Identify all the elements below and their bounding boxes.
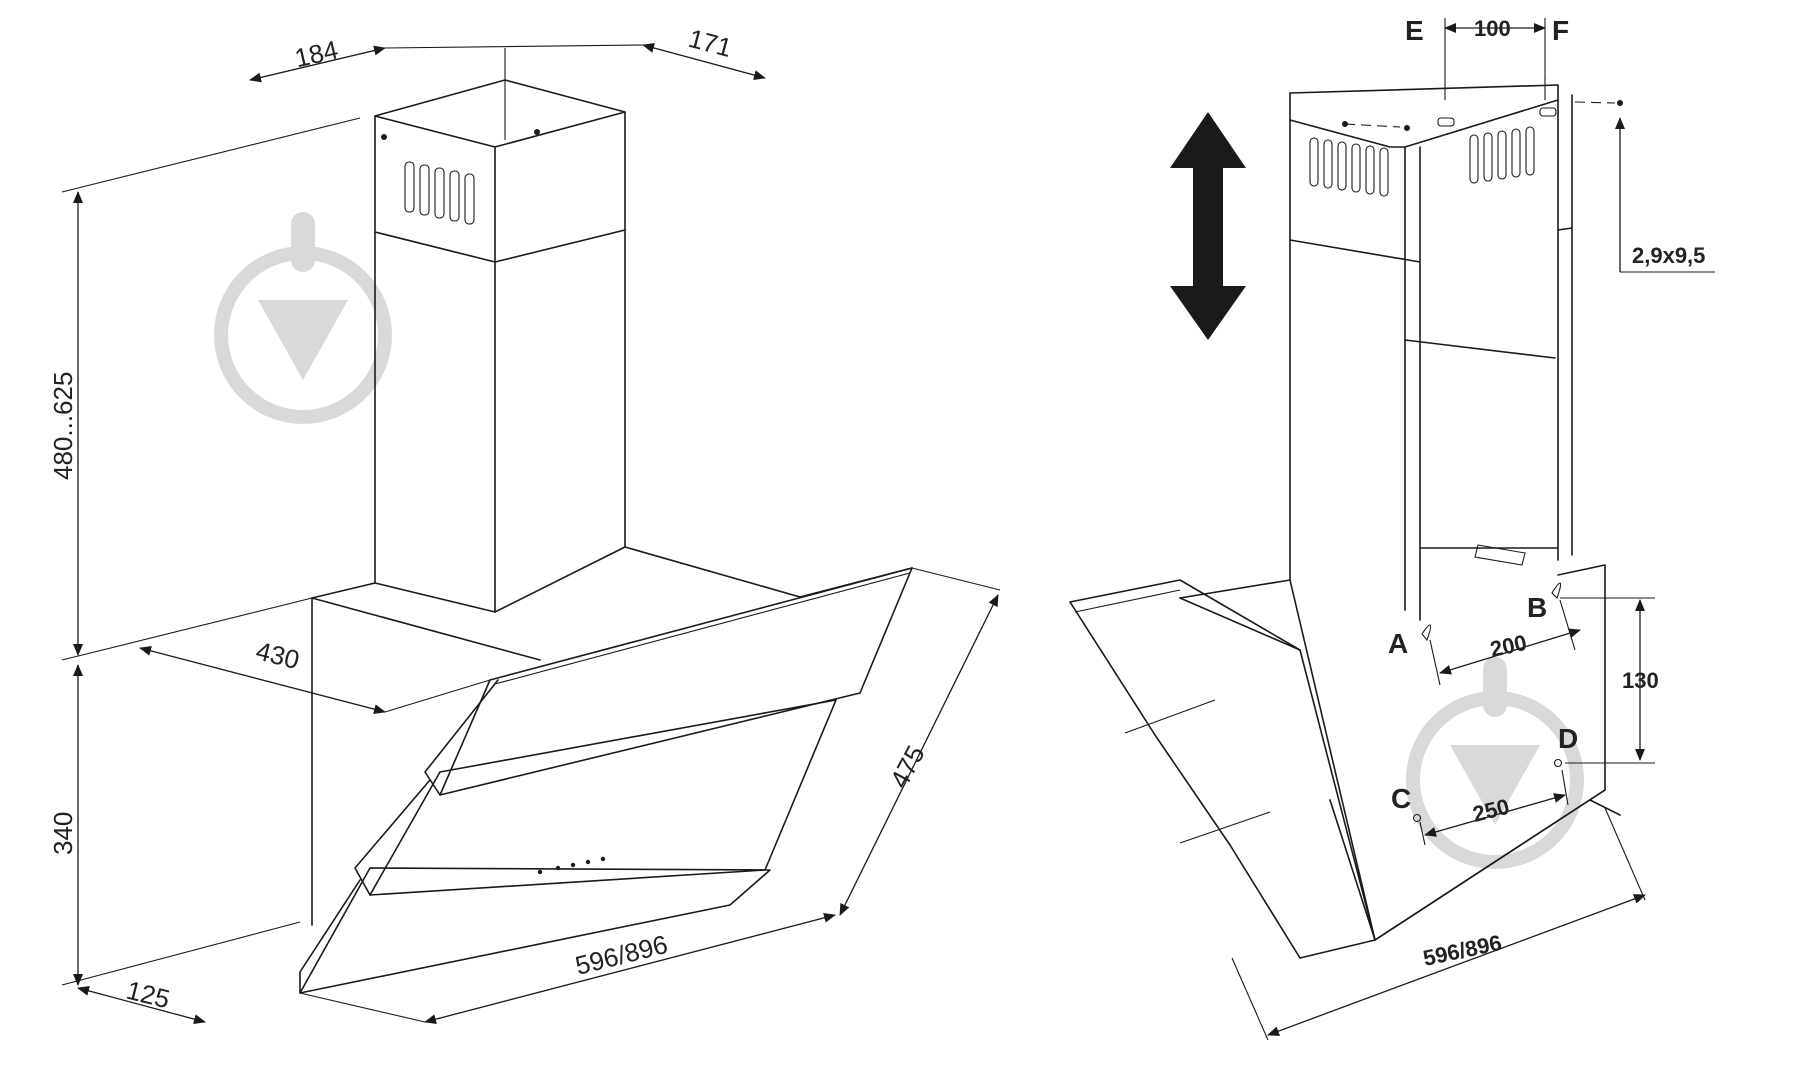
dim-ab-spacing: 200 [1488, 630, 1529, 662]
dim-body-height: 340 [48, 812, 78, 855]
point-b-label: B [1527, 592, 1547, 623]
dim-width-right: 596/896 [1421, 930, 1504, 971]
dim-width-left: 596/896 [572, 929, 670, 981]
point-d-label: D [1558, 723, 1578, 754]
dim-ef-spacing: 100 [1474, 16, 1511, 41]
adjust-arrow [1170, 112, 1246, 340]
vent-slots-left [404, 161, 475, 225]
point-labels: E F A B C D [1388, 15, 1578, 814]
point-f-label: F [1552, 15, 1569, 46]
point-e-label: E [1405, 15, 1424, 46]
point-c-label: C [1391, 783, 1411, 814]
dim-glass-depth: 475 [884, 740, 931, 792]
left-dimension-lines [61, 43, 1001, 1025]
dim-vertical-spacing: 130 [1622, 668, 1659, 693]
vent-slots-right-back [1469, 126, 1535, 184]
watermark-left [214, 212, 392, 424]
right-hood-drawing [1069, 78, 1623, 959]
vent-slots-right-front [1309, 137, 1389, 197]
point-a-label: A [1388, 628, 1408, 659]
dim-cd-spacing: 250 [1470, 794, 1512, 827]
left-dimension-labels: 184 171 480...625 340 430 475 596/896 12… [48, 23, 931, 1014]
dim-chimney-width: 171 [685, 23, 735, 63]
right-dimension-lines [1231, 18, 1715, 1041]
dim-chimney-height: 480...625 [48, 372, 78, 480]
dim-bottom-depth: 125 [124, 975, 173, 1015]
dim-screw-size: 2,9x9,5 [1632, 243, 1705, 268]
dim-chimney-depth: 184 [292, 34, 341, 73]
left-hood-drawing [299, 79, 913, 994]
dim-body-depth: 430 [253, 636, 302, 676]
